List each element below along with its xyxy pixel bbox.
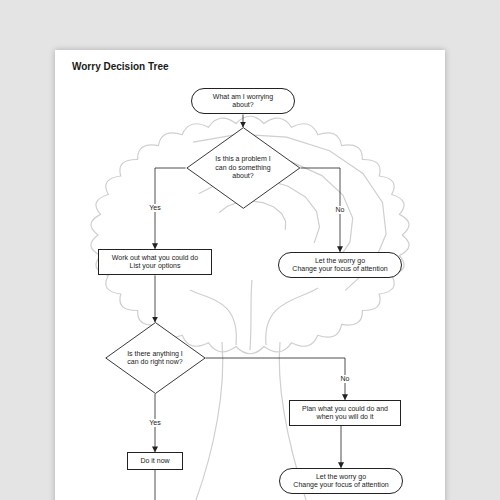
process-box: Work out what you could doList your opti… — [98, 249, 212, 276]
edge-label: Yes — [147, 419, 162, 427]
terminal-pill: Let the worry goChange your focus of att… — [279, 468, 403, 495]
node-text: Change your focus of attention — [289, 265, 391, 273]
canopy-texture — [219, 201, 285, 230]
process-box: Plan what you could do and when you will… — [289, 400, 401, 427]
node-text: Work out what you could do — [105, 254, 205, 262]
tree-branch — [190, 290, 236, 345]
decision-diamond: Is there anything I can do right now? — [105, 322, 206, 394]
node-text: List your options — [105, 262, 205, 270]
node-text: Is there anything I can do right now? — [124, 350, 186, 367]
edge-label: Yes — [147, 204, 162, 212]
diamond-text: Is this a problem I can do something abo… — [212, 155, 274, 180]
node-text: Is this a problem I can do something abo… — [212, 155, 274, 180]
tree-trunk — [196, 342, 223, 500]
flow-arrow — [243, 114, 244, 127]
node-text: What am I worrying about? — [202, 93, 284, 110]
edge-label: No — [339, 375, 352, 383]
flow-arrow — [205, 358, 345, 400]
terminal-pill: What am I worrying about? — [191, 88, 295, 115]
node-text: Let the worry go — [289, 257, 391, 265]
decision-diamond: Is this a problem I can do something abo… — [186, 127, 301, 209]
tree-branch — [266, 288, 318, 345]
terminal-pill: Let the worry goChange your focus of att… — [278, 252, 402, 279]
node-text: Do it now — [134, 457, 176, 465]
tree-canopy — [91, 116, 409, 354]
edge-label: No — [334, 206, 347, 214]
title: Worry Decision Tree — [72, 61, 169, 72]
continuing-line — [155, 468, 156, 500]
node-text: Plan what you could do and when you will… — [296, 405, 394, 422]
tree-branch — [250, 280, 252, 350]
process-box: Do it now — [127, 452, 183, 470]
diamond-text: Is there anything I can do right now? — [124, 350, 186, 367]
node-text: Change your focus of attention — [290, 481, 392, 489]
node-text: Let the worry go — [290, 473, 392, 481]
flow-arrow — [155, 275, 156, 322]
